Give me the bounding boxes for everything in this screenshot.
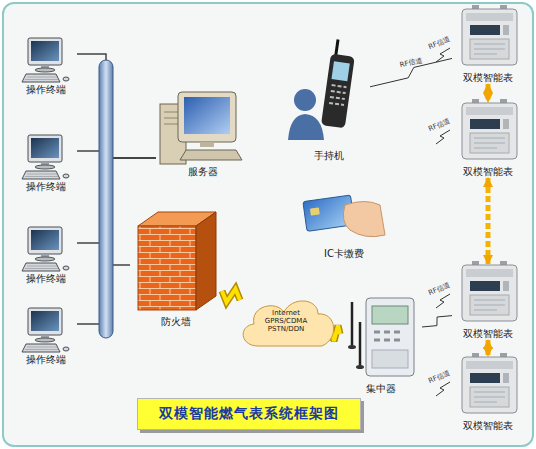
meter-icon: [462, 99, 517, 159]
device-node: 操作终端: [15, 306, 77, 366]
connector: [77, 54, 156, 158]
device-label: 操作终端: [3, 273, 89, 285]
device-label: 双模智能表: [440, 420, 536, 432]
connector: [488, 178, 489, 264]
connector: [77, 151, 156, 158]
device-node: 操作终端: [15, 36, 77, 96]
ic-card-icon: [303, 195, 385, 237]
device-node: 双模智能表: [452, 8, 524, 84]
server-icon: [160, 92, 242, 164]
node-caption: 双模智能表: [440, 328, 536, 340]
connector: [488, 84, 489, 102]
node-caption: 双模智能表: [440, 72, 536, 84]
device-node: 服务器: [156, 88, 250, 178]
terminal-icon: [22, 38, 69, 82]
node-caption: 操作终端: [3, 273, 89, 285]
device-node: 操作终端: [15, 133, 77, 193]
node-caption: 防火墙: [118, 316, 234, 328]
meter-link-arrow: [486, 84, 491, 102]
rf-signal-mark: [436, 48, 450, 62]
node-caption: 操作终端: [3, 354, 89, 366]
diagram-title: 双模智能燃气表系统框架图: [159, 405, 339, 423]
signal-bolt: [222, 289, 240, 302]
terminal-icon: [22, 308, 69, 352]
device-label: 双模智能表: [440, 328, 536, 340]
meter-icon: [462, 353, 517, 413]
device-label: 防火墙: [118, 316, 234, 328]
device-node: 双模智能表: [452, 264, 524, 340]
rf-link: [422, 316, 452, 327]
rf-signal-mark: [436, 382, 450, 396]
meter-link-arrow: [486, 340, 491, 356]
device-label: 操作终端: [3, 84, 89, 96]
connector: [422, 316, 452, 327]
node-caption: 双模智能表: [440, 420, 536, 432]
node-caption: 操作终端: [3, 181, 89, 193]
device-node: 双模智能表: [452, 356, 524, 432]
network-type-text: Internet: [240, 309, 332, 317]
node-caption: 双模智能表: [440, 166, 536, 178]
device-label: IC卡缴费: [286, 248, 402, 260]
device-label: 服务器: [144, 166, 262, 178]
concentrator-icon: [348, 298, 414, 376]
device-node: 双模智能表: [452, 102, 524, 178]
device-label: 集中器: [328, 383, 434, 395]
device-node: 防火墙: [130, 208, 222, 328]
terminal-icon: [22, 135, 69, 179]
network-bus: [99, 60, 113, 338]
node-caption: 集中器: [328, 383, 434, 395]
rf-signal-mark: [436, 130, 450, 144]
device-label: 手持机: [276, 150, 382, 162]
node-caption: InternetGPRS/CDMAPSTN/DDN: [240, 309, 332, 333]
firewall-icon: [138, 212, 216, 310]
connector: [488, 340, 489, 356]
device-node: 集中器: [340, 290, 422, 395]
connector: [222, 289, 240, 302]
device-node: IC卡缴费: [298, 190, 390, 260]
node-caption: 手持机: [276, 150, 382, 162]
cloud-node: InternetGPRS/CDMAPSTN/DDN: [240, 296, 332, 350]
title-box: 双模智能燃气表系统框架图: [137, 398, 361, 430]
meter-icon: [462, 261, 517, 321]
network-type-text: GPRS/CDMA: [240, 317, 332, 325]
signal-bolt-outline: [222, 289, 240, 302]
device-node: 操作终端: [15, 225, 77, 285]
meter-link-arrow: [486, 178, 491, 264]
network-type-text: PSTN/DDN: [240, 325, 332, 333]
device-label: 操作终端: [3, 354, 89, 366]
device-node: 手持机: [288, 40, 370, 162]
node-caption: IC卡缴费: [286, 248, 402, 260]
node-caption: 操作终端: [3, 84, 89, 96]
device-label: 操作终端: [3, 181, 89, 193]
network-wire: [77, 151, 156, 158]
terminal-icon: [22, 227, 69, 271]
network-wire: [77, 54, 156, 158]
node-caption: 服务器: [144, 166, 262, 178]
meter-icon: [462, 5, 517, 65]
rf-signal-mark: [436, 294, 450, 308]
handheld-icon: [288, 39, 357, 140]
device-label: 双模智能表: [440, 72, 536, 84]
device-label: 双模智能表: [440, 166, 536, 178]
